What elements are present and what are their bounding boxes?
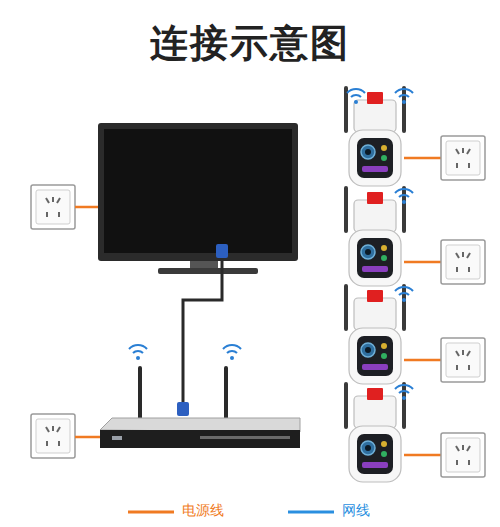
power-line [404,261,441,264]
vga-plug [216,244,228,258]
camera [346,188,404,286]
wall-outlet [441,136,485,180]
nvr-recorder [100,345,300,448]
vga-plug [177,402,189,416]
legend-label: 网线 [340,502,372,520]
monitor [98,123,298,274]
wall-outlet [441,338,485,382]
camera [346,384,404,482]
wall-outlet [441,433,485,477]
legend-label: 电源线 [180,502,226,520]
power-line [404,359,441,362]
power-line [75,436,100,439]
wall-outlet [441,240,485,284]
camera [346,286,404,384]
wall-outlet [31,414,75,458]
legend-sample-line [128,511,174,514]
camera [346,88,404,186]
power-line [404,157,441,160]
diagram-title: 连接示意图 [0,18,500,69]
wall-outlet [31,185,75,229]
vga-cable [183,256,222,402]
power-line [75,206,98,209]
power-line [404,454,441,457]
legend-sample-line [288,511,334,514]
